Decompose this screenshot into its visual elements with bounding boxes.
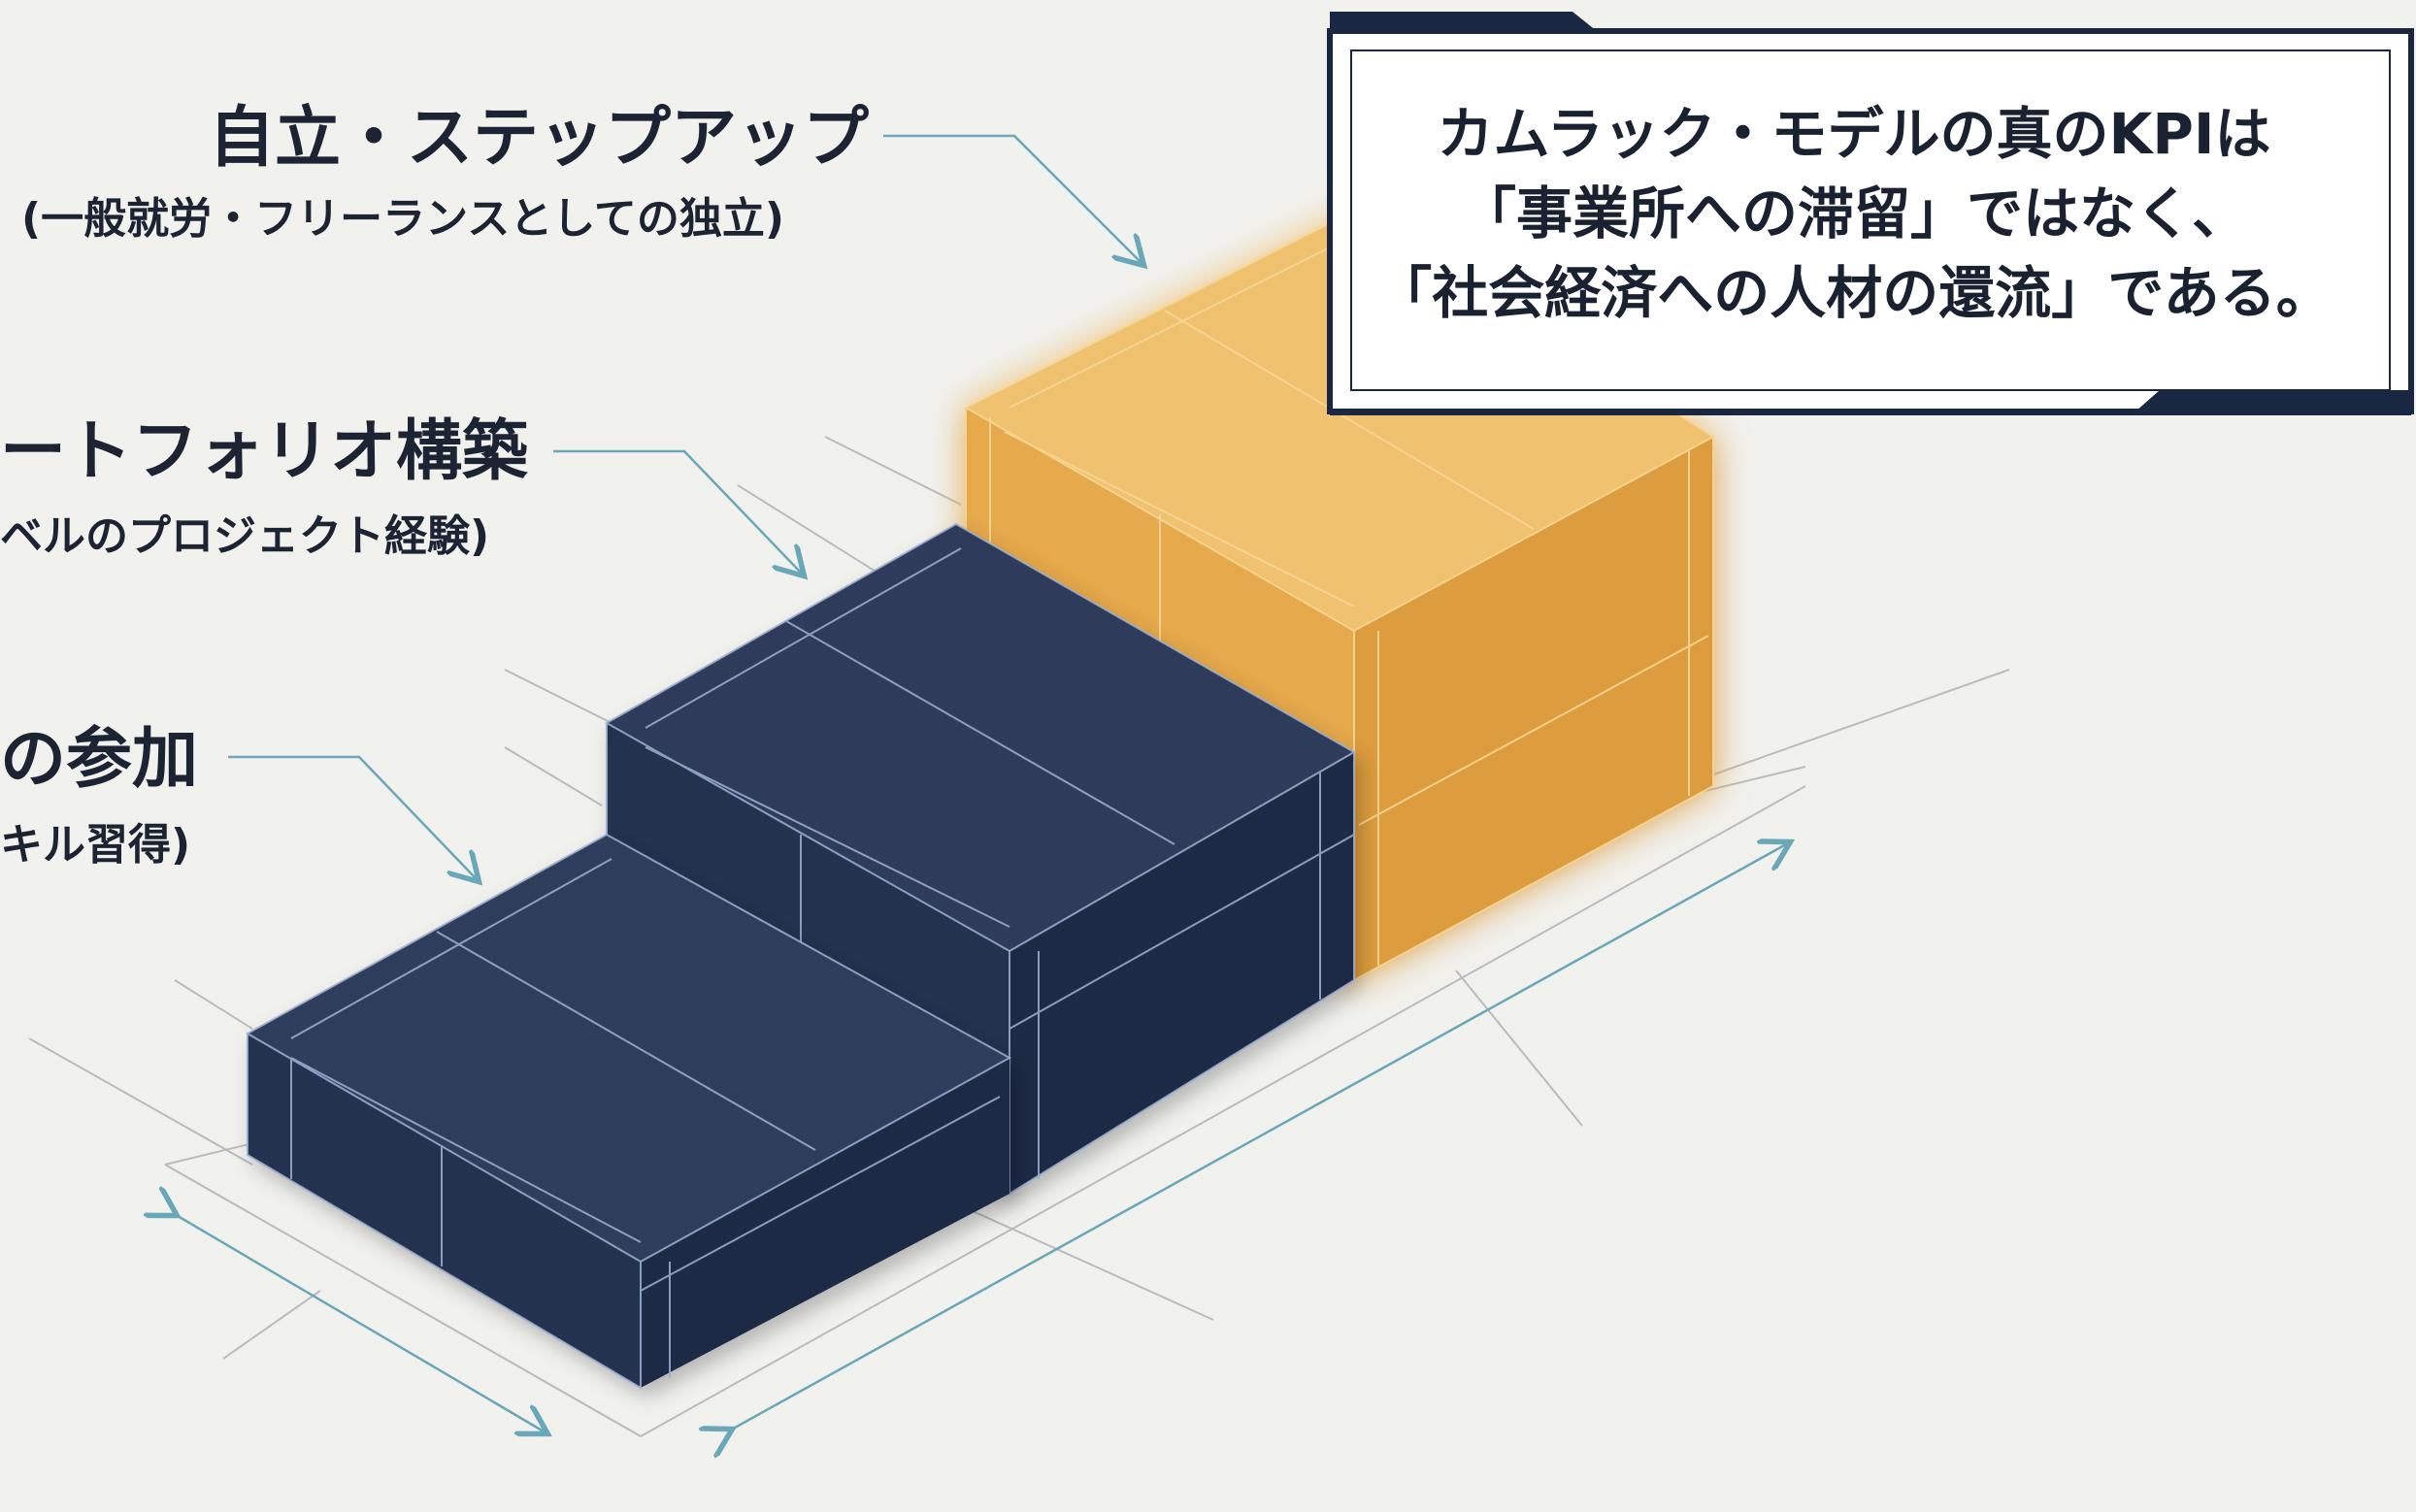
kpi-callout-box: カムラック・モデルの真のKPIは 「事業所への滞留」ではなく、 「社会経済への人… xyxy=(1327,12,2414,415)
navy-middle-top-face xyxy=(607,524,1354,951)
pointer-arrow-bottom xyxy=(228,755,476,878)
navy-bottom-top-face xyxy=(248,835,1009,1262)
step-labels: 自立・ステップアップ (一般就労・フリーランスとしての独立) ートフォリオ構築 … xyxy=(0,100,869,870)
ground-line xyxy=(824,436,962,506)
depth-dimension-arrow xyxy=(173,1213,544,1431)
gold-block-right-face xyxy=(1354,437,1713,980)
pointer-arrow-middle xyxy=(553,449,801,573)
bottom-step-title: の参加 xyxy=(0,721,198,798)
navy-middle-right-face xyxy=(1009,752,1354,1194)
middle-step-subtitle: ベルのプロジェクト経験) xyxy=(0,511,489,561)
callout-bottom-accent xyxy=(1330,390,2411,415)
dimension-arrows xyxy=(173,844,1786,1431)
navy-bottom-edges xyxy=(245,833,1012,1390)
middle-step-title: ートフォリオ構築 xyxy=(0,413,529,490)
callout-line-2: 「事業所への滞留」ではなく、 xyxy=(1460,181,2248,247)
callout-inner-frame xyxy=(1350,49,2391,391)
ground-line xyxy=(222,1290,321,1360)
ground-line xyxy=(737,484,894,583)
gold-block-edges xyxy=(963,207,1715,982)
label-pointer-arrows xyxy=(228,134,1141,878)
ground-line xyxy=(504,746,603,806)
callout-line-1: カムラック・モデルの真のKPIは xyxy=(1438,101,2271,167)
top-step-title: 自立・ステップアップ xyxy=(209,100,869,177)
length-dimension-arrow xyxy=(728,844,1786,1431)
callout-tab-accent xyxy=(1330,12,1597,31)
ground-line xyxy=(28,1037,253,1166)
bottom-step-subtitle: キル習得) xyxy=(0,820,190,870)
top-step-subtitle: (一般就労・フリーランスとしての独立) xyxy=(21,194,784,244)
navy-bottom-left-face xyxy=(248,1034,641,1388)
ground-line xyxy=(504,669,622,729)
callout-line-3: 「社会経済への人材の還流」である。 xyxy=(1375,260,2332,326)
ground-line xyxy=(174,979,253,1030)
ground-line xyxy=(1707,669,2010,777)
pointer-arrow-top xyxy=(883,134,1141,262)
callout-outer-frame xyxy=(1327,28,2414,414)
